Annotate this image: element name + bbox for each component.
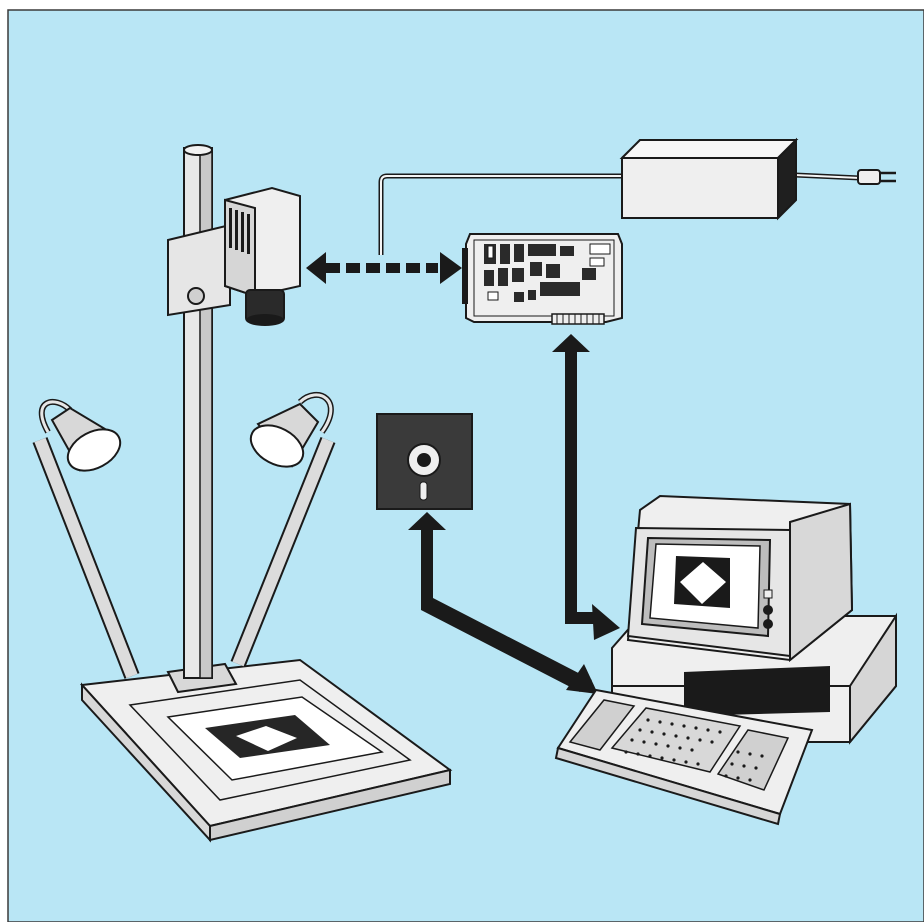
copy-stand-base — [79, 658, 453, 843]
camera-board-link-arrow — [306, 252, 462, 284]
frame-grabber-board — [462, 233, 623, 325]
floppy-disk-icon — [376, 413, 473, 510]
video-camera — [167, 186, 301, 326]
computer-monitor — [626, 494, 854, 663]
keyboard — [554, 688, 814, 826]
disk-drive-slot — [684, 666, 830, 716]
board-bracket — [462, 248, 468, 304]
numeric-keypad — [716, 729, 790, 791]
camera-vents-icon — [229, 208, 250, 254]
board-edge-connector — [551, 313, 605, 325]
function-keys — [568, 699, 636, 751]
screen-diamond — [680, 562, 726, 604]
floppy-computer-link-arrow — [408, 512, 598, 694]
power-plug-icon — [857, 169, 896, 185]
lamp-left — [32, 399, 140, 679]
lamp-right — [230, 391, 336, 667]
board-chips — [484, 244, 596, 302]
power-supply — [619, 137, 799, 221]
board-computer-link-arrow — [552, 334, 620, 640]
power-cable — [378, 172, 861, 255]
key-dots — [624, 718, 764, 782]
main-keys — [610, 707, 742, 773]
document-diamond — [236, 726, 297, 751]
